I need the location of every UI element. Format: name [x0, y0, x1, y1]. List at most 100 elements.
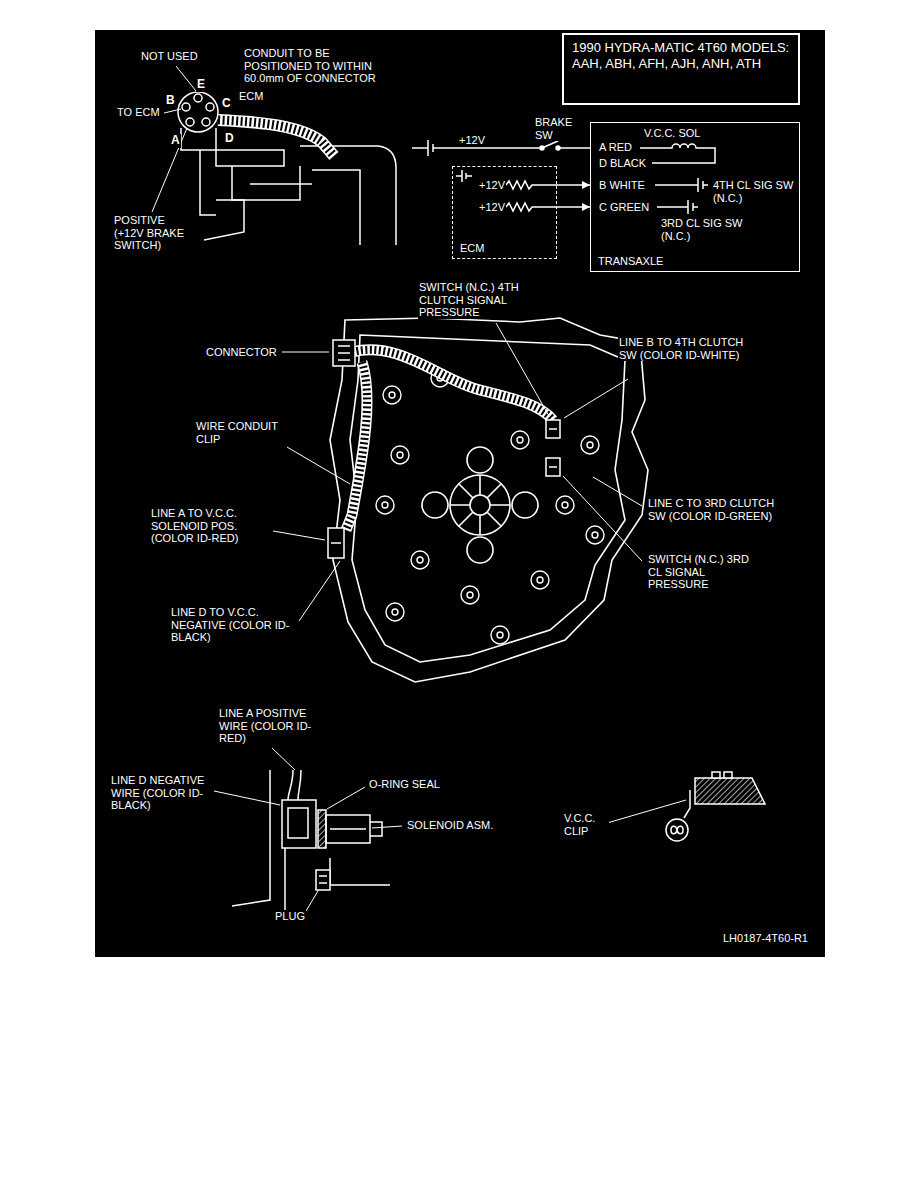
- pin-letter: A: [170, 134, 181, 148]
- solenoid-detail: [288, 770, 301, 800]
- connector-view: [312, 170, 360, 245]
- callout-label: V.C.C. CLIP: [563, 812, 609, 837]
- callout-label: POSITIVE (+12V BRAKE SWITCH): [113, 214, 197, 252]
- connector-view: [206, 103, 214, 111]
- vcc-clip: [671, 826, 683, 834]
- leader-line: [496, 323, 549, 416]
- components: [333, 340, 355, 366]
- black-panel: [95, 30, 825, 957]
- bolt: [417, 557, 423, 563]
- connector-view: [200, 150, 216, 215]
- vcc-clip: [684, 790, 690, 818]
- transaxle-case: [467, 537, 493, 563]
- transaxle-case: [330, 318, 648, 682]
- wire-conduit: [218, 120, 334, 156]
- schematic-wiring: [560, 147, 590, 149]
- schematic-wiring: [428, 140, 433, 156]
- schematic-wiring: [655, 178, 708, 192]
- note-label: CONDUIT TO BE POSITIONED TO WITHIN 60.0m…: [243, 47, 395, 85]
- leader-line: [282, 352, 329, 353]
- component-label: 4TH CL SIG SW (N.C.): [712, 179, 798, 204]
- vcc-clip: [666, 819, 688, 841]
- component-label: BRAKE SW: [534, 116, 578, 141]
- bolt: [497, 632, 503, 638]
- connector-view: [181, 128, 216, 150]
- transaxle-case: [512, 492, 538, 518]
- components: [328, 340, 560, 558]
- wire-conduit: [352, 350, 553, 420]
- bolt: [389, 392, 395, 398]
- wire-conduit: [346, 362, 367, 530]
- wire-color: D BLACK: [598, 157, 647, 170]
- bolt: [461, 586, 479, 604]
- schematic-wiring: [456, 170, 472, 182]
- leader-line: [272, 748, 295, 770]
- callout-label: LINE D NEGATIVE WIRE (COLOR ID-BLACK): [110, 774, 214, 812]
- components: [546, 420, 560, 438]
- components: [549, 428, 557, 430]
- schematic-wiring: [506, 181, 557, 189]
- schematic-wiring: [433, 147, 540, 149]
- bolt: [376, 369, 604, 644]
- bolt: [592, 532, 598, 538]
- leader-line: [273, 531, 325, 540]
- connector-view: [194, 94, 202, 102]
- leader-line: [607, 800, 686, 823]
- bolt: [386, 603, 404, 621]
- wire-conduit: [218, 120, 334, 156]
- components: [331, 542, 341, 544]
- component-label: V.C.C. SOL: [643, 127, 701, 140]
- bolt: [467, 592, 473, 598]
- leader-line: [327, 787, 365, 809]
- callout-label: LINE A TO V.C.C. SOLENOID POS. (COLOR ID…: [150, 507, 272, 545]
- voltage-label: +12V: [478, 179, 506, 192]
- vcc-clip: [666, 772, 765, 841]
- connector-view: [178, 92, 218, 132]
- bolt: [586, 526, 604, 544]
- bolt: [391, 446, 409, 464]
- title-box: 1990 HYDRA-MATIC 4T60 MODELS: AAH, ABH, …: [562, 33, 800, 105]
- solenoid-detail: [330, 822, 382, 836]
- transaxle-case: [467, 447, 493, 473]
- schematic-wiring: [412, 147, 428, 149]
- voltage-label: +12V: [458, 134, 486, 147]
- leader-line: [372, 826, 402, 828]
- schematic-wiring: [640, 144, 715, 163]
- voltage-label: +12V: [478, 201, 506, 214]
- connector-view: [204, 200, 244, 240]
- leader-line: [214, 748, 686, 911]
- leader-line: [152, 66, 196, 212]
- schematic-wiring: [657, 200, 698, 214]
- solenoid-detail: [282, 800, 316, 848]
- solenoid-detail: [316, 870, 330, 890]
- bolt: [581, 436, 599, 454]
- callout-label: LINE B TO 4TH CLUTCH SW (COLOR ID-WHITE): [618, 336, 750, 361]
- pin-letter: C: [221, 97, 232, 111]
- solenoid-detail: [319, 876, 327, 883]
- callout-label: O-RING SEAL: [368, 778, 441, 791]
- bolt: [382, 502, 388, 508]
- transaxle-case: [450, 475, 510, 535]
- connector-view: [300, 146, 396, 245]
- bolt: [556, 496, 574, 514]
- components: [338, 346, 350, 360]
- bolt: [511, 431, 529, 449]
- wire-color: C GREEN: [598, 201, 650, 214]
- pin-letter: D: [224, 132, 235, 146]
- callout-label: LINE D TO V.C.C. NEGATIVE (COLOR ID-BLAC…: [170, 606, 297, 644]
- callout-label: WIRE CONDUIT CLIP: [195, 420, 287, 445]
- wire-color: B WHITE: [598, 179, 646, 192]
- module-name: ECM: [459, 242, 485, 255]
- callout-label: LINE A POSITIVE WIRE (COLOR ID-RED): [218, 707, 320, 745]
- bolt: [491, 626, 509, 644]
- schematic-wiring: [412, 140, 715, 214]
- wire-conduit: [352, 350, 553, 420]
- callout-label: SWITCH (N.C.) 4TH CLUTCH SIGNAL PRESSURE: [418, 281, 545, 319]
- transaxle-case: [330, 318, 648, 682]
- vcc-clip: [712, 772, 720, 778]
- bolt: [537, 577, 543, 583]
- leader-line: [593, 477, 642, 506]
- leader-line: [306, 891, 318, 911]
- leader-line: [176, 66, 196, 91]
